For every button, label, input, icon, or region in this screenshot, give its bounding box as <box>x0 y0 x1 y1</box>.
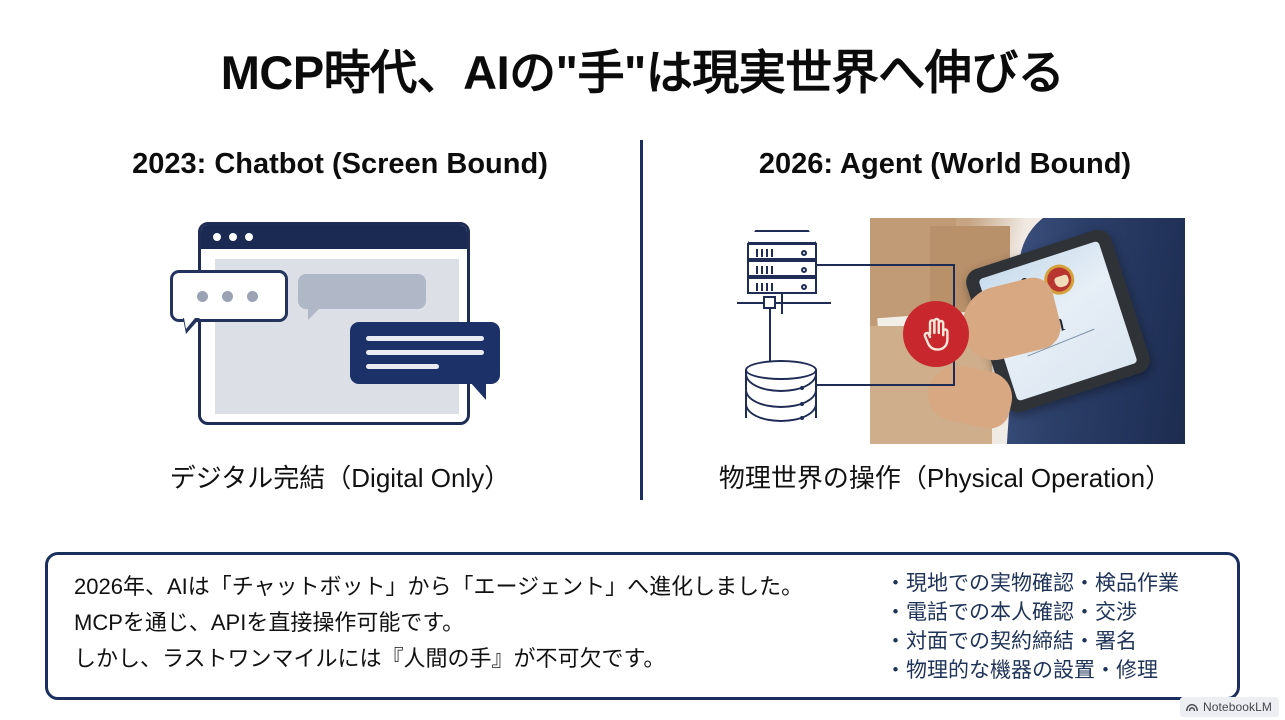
server-rack-icon <box>747 230 817 314</box>
list-item: ・電話での本人確認・交渉 <box>885 601 1137 624</box>
chatbot-illustration <box>170 222 500 427</box>
bubble-tail-inner <box>184 318 195 329</box>
database-led <box>800 416 804 420</box>
connector-line <box>781 294 783 314</box>
database-led <box>800 402 804 406</box>
server-top <box>747 230 817 244</box>
notebooklm-logo-icon <box>1186 703 1198 711</box>
navy-chat-bubble-icon <box>350 322 500 400</box>
bubble-tail <box>308 308 320 320</box>
summary-line: しかし、ラストワンマイルには『人間の手』が不可欠です。 <box>74 646 666 671</box>
server-unit <box>747 277 817 294</box>
window-dot-icon <box>245 233 253 241</box>
column-caption-right: 物理世界の操作（Physical Operation） <box>718 463 1172 493</box>
notebooklm-watermark: NotebookLM <box>1179 697 1279 717</box>
typing-dots-icon <box>197 291 258 302</box>
window-dot-icon <box>229 233 237 241</box>
summary-paragraph: 2026年、AIは「チャットボット」から「エージェント」へ進化しました。 MCP… <box>74 569 874 677</box>
server-unit <box>747 260 817 277</box>
summary-bullet-list: ・現地での実物確認・検品作業 ・電話での本人確認・交渉 ・対面での契約締結・署名… <box>885 569 1215 685</box>
list-item: ・物理的な機器の設置・修理 <box>885 659 1158 682</box>
bubble-text-line <box>366 364 439 369</box>
connector-line <box>815 384 955 386</box>
column-divider <box>640 140 643 500</box>
browser-titlebar <box>201 225 467 249</box>
list-item: ・対面での契約締結・署名 <box>885 630 1137 653</box>
window-dot-icon <box>213 233 221 241</box>
connector-line <box>769 309 771 361</box>
list-item: ・現地での実物確認・検品作業 <box>885 572 1179 595</box>
watermark-label: NotebookLM <box>1202 700 1272 714</box>
bubble-tail <box>470 382 486 400</box>
bubble-text-line <box>366 336 484 341</box>
stop-hand-badge <box>903 301 969 367</box>
gray-chat-bubble-icon <box>298 274 426 320</box>
column-heading-right: 2026: Agent (World Bound) <box>758 148 1132 180</box>
server-unit <box>747 243 817 260</box>
column-caption-left: デジタル完結（Digital Only） <box>169 463 511 493</box>
database-top <box>745 360 817 380</box>
page-title: MCP時代、AIの"手"は現実世界へ伸びる <box>220 46 1065 99</box>
bubble-text-line <box>366 350 484 355</box>
database-led <box>800 386 804 390</box>
database-icon <box>745 360 817 424</box>
stop-hand-icon <box>923 317 949 351</box>
summary-line: MCPを通じ、APIを直接操作可能です。 <box>74 610 465 635</box>
column-heading-left: 2023: Chatbot (Screen Bound) <box>132 148 548 180</box>
summary-line: 2026年、AIは「チャットボット」から「エージェント」へ進化しました。 <box>74 574 804 599</box>
agent-illustration: Sign <box>735 218 1185 446</box>
network-node-icon <box>763 296 776 309</box>
typing-chat-bubble-icon <box>170 270 288 334</box>
summary-box: 2026年、AIは「チャットボット」から「エージェント」へ進化しました。 MCP… <box>45 552 1240 700</box>
connector-line <box>737 302 831 304</box>
connector-line <box>817 264 955 266</box>
